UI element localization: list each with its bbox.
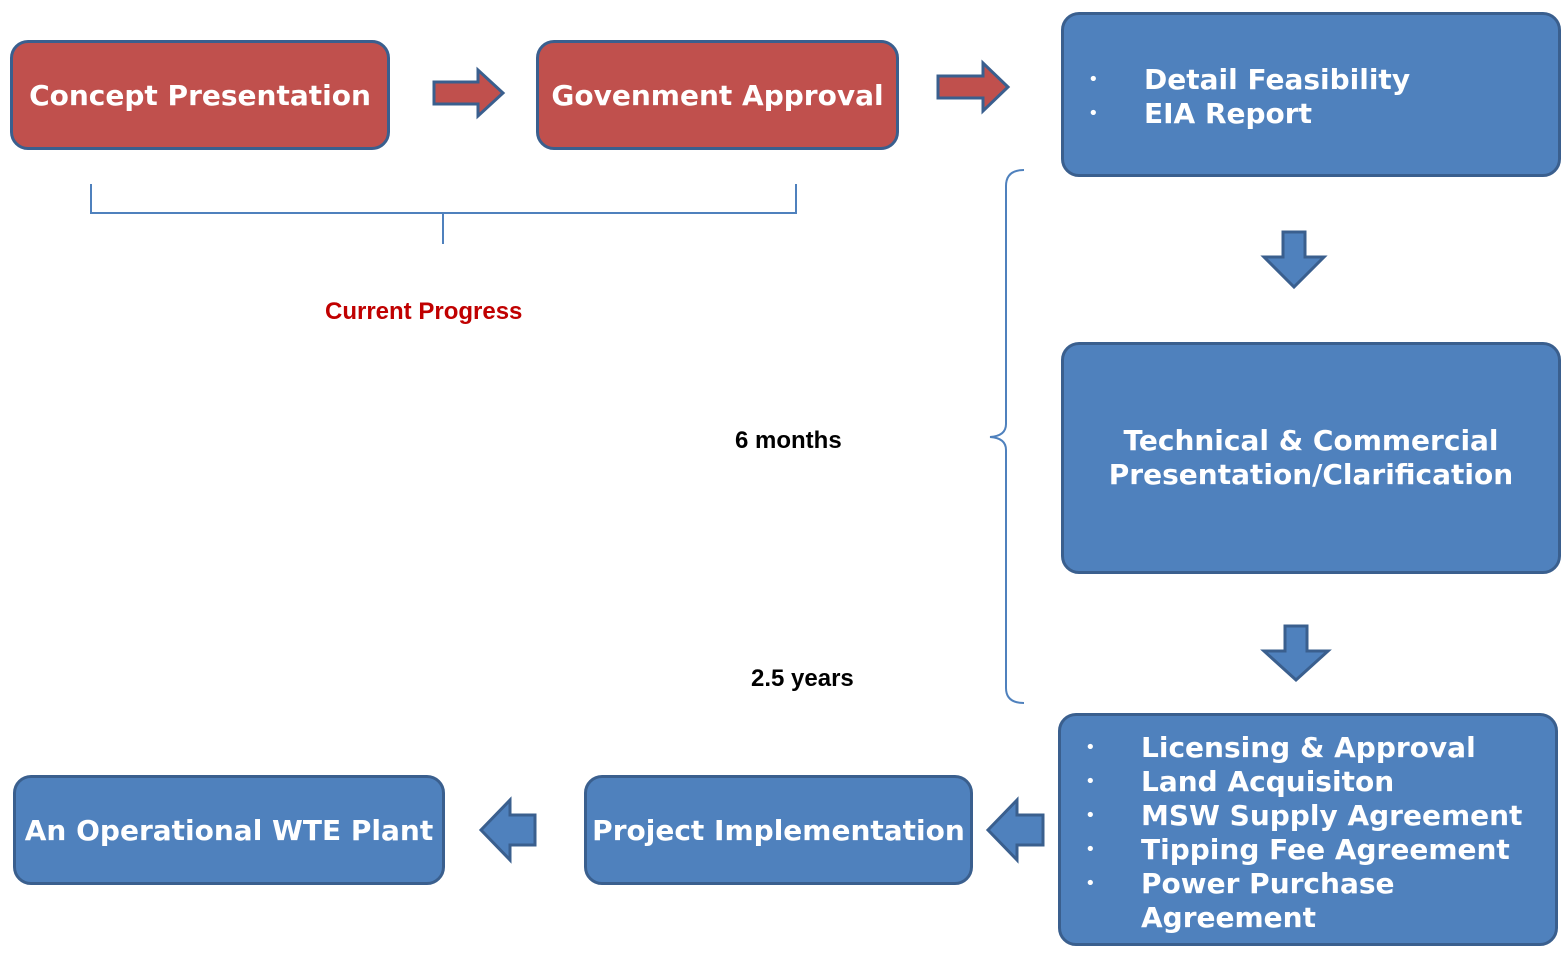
two-half-years-label: 2.5 years	[751, 665, 854, 692]
list-item: •Power Purchase Agreement	[1085, 867, 1395, 934]
technical-line-1: Technical & Commercial	[1123, 424, 1499, 457]
licensing-list: •Licensing & Approval •Land Acquisiton •…	[1061, 731, 1525, 935]
feasibility-box: •Detail Feasibility •EIA Report	[1061, 12, 1561, 177]
timeline-brace	[989, 169, 1025, 704]
government-approval-box: Govenment Approval	[536, 40, 899, 150]
down-arrow-icon	[1260, 230, 1328, 290]
licensing-box: •Licensing & Approval •Land Acquisiton •…	[1058, 713, 1558, 946]
list-item: •Land Acquisiton	[1085, 765, 1395, 798]
project-implementation-box: Project Implementation	[584, 775, 973, 885]
technical-commercial-box: Technical & Commercial Presentation/Clar…	[1061, 342, 1561, 574]
list-item: •EIA Report	[1088, 97, 1312, 130]
technical-line-2: Presentation/Clarification	[1108, 458, 1514, 491]
project-implementation-label: Project Implementation	[592, 813, 965, 847]
six-months-label: 6 months	[735, 427, 842, 454]
concept-presentation-box: Concept Presentation	[10, 40, 390, 150]
operational-plant-label: An Operational WTE Plant	[24, 813, 434, 847]
list-item: •MSW Supply Agreement	[1085, 799, 1523, 832]
concept-presentation-label: Concept Presentation	[29, 78, 371, 112]
government-approval-label: Govenment Approval	[551, 78, 884, 112]
current-progress-label: Current Progress	[325, 298, 523, 325]
right-arrow-icon	[936, 59, 1011, 115]
down-arrow-icon	[1260, 624, 1332, 683]
list-item: •Tipping Fee Agreement	[1085, 833, 1510, 866]
operational-plant-box: An Operational WTE Plant	[13, 775, 445, 885]
list-item: •Licensing & Approval	[1085, 731, 1476, 764]
list-item: •Detail Feasibility	[1088, 63, 1411, 96]
left-arrow-icon	[478, 796, 537, 864]
left-arrow-icon	[985, 796, 1045, 864]
right-arrow-icon	[432, 66, 506, 120]
progress-bracket	[90, 184, 797, 244]
feasibility-list: •Detail Feasibility •EIA Report	[1064, 63, 1410, 131]
